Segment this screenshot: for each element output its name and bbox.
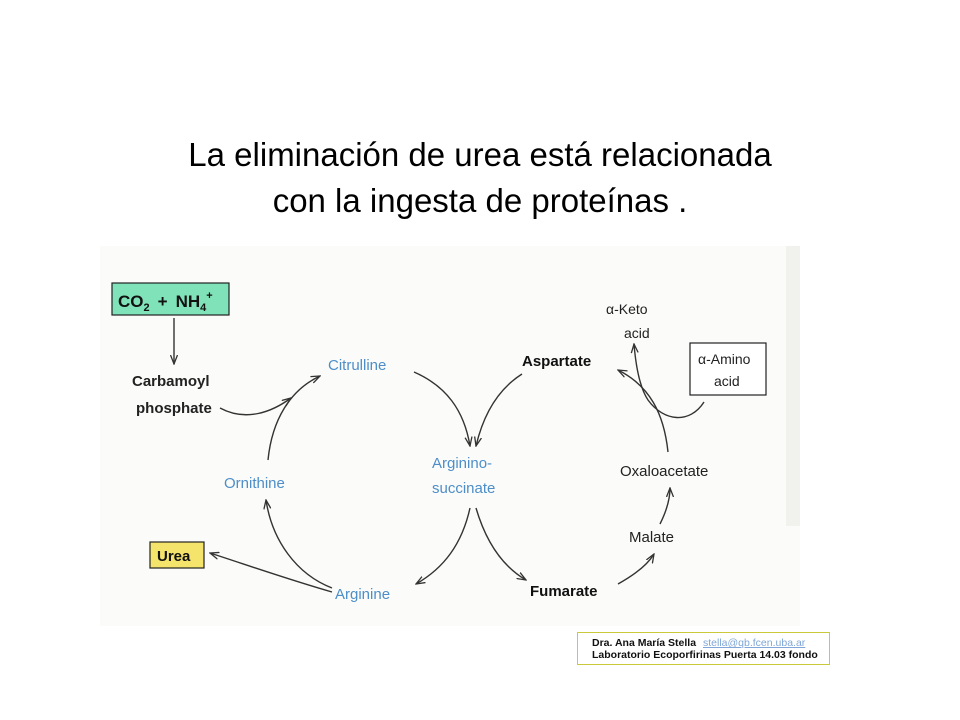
co2-nh4-input-box: CO2+NH4+: [111, 282, 230, 316]
carbamoyl-line-1: Carbamoyl: [132, 373, 210, 390]
title-line-2: con la ingesta de proteínas .: [272, 182, 688, 219]
amino-acid-label: α-Amino acid: [698, 351, 754, 389]
arrow-fumarate-to-malate: [617, 554, 654, 585]
keto-acid-line-2: acid: [624, 325, 650, 341]
argininosuccinate-label: Arginino- succinate: [432, 455, 496, 497]
nh4-label: NH: [176, 292, 201, 311]
keto-acid-label: α-Keto acid: [606, 301, 651, 341]
input-box-label: CO2+NH4+: [118, 290, 213, 314]
urea-box-bg: [149, 541, 205, 569]
author-name: Dra. Ana María Stella: [592, 637, 697, 649]
ornithine-label: Ornithine: [224, 475, 285, 492]
input-box-bg: [111, 282, 230, 316]
arrow-carbamoyl-to-cycle: [219, 398, 291, 416]
amino-acid-box-bg: [689, 342, 767, 396]
amino-acid-line-2: acid: [714, 373, 740, 389]
nh4-superscript: +: [206, 290, 212, 302]
arrow-arginine-to-urea: [210, 553, 333, 593]
argininosuccinate-line-1: Arginino-: [432, 455, 492, 472]
co2-label: CO: [118, 292, 144, 311]
aspartate-label: Aspartate: [522, 353, 591, 370]
arrow-malate-to-oxaloacetate: [659, 488, 670, 525]
arrow-amino-acid-to-keto-acid: [634, 344, 705, 419]
author-email-link[interactable]: stella@qb.fcen.uba.ar: [703, 637, 806, 649]
author-credit-box: Dra. Ana María Stella stella@qb.fcen.uba…: [577, 632, 830, 665]
carbamoyl-phosphate-label: Carbamoyl phosphate: [132, 373, 214, 417]
fumarate-label: Fumarate: [530, 583, 598, 600]
amino-acid-box: α-Amino acid: [689, 342, 767, 396]
arrow-aspartate-to-argininosuccinate: [476, 373, 523, 446]
credit-line-1: Dra. Ana María Stella stella@qb.fcen.uba…: [592, 637, 829, 649]
keto-acid-line-1: α-Keto: [606, 301, 648, 317]
co2-subscript: 2: [144, 302, 150, 314]
arrow-oxaloacetate-to-aspartate: [618, 370, 669, 453]
arrow-argininosuccinate-to-arginine: [416, 507, 471, 584]
oxaloacetate-label: Oxaloacetate: [620, 463, 708, 480]
figure-page-edge: [786, 246, 800, 526]
urea-label: Urea: [157, 548, 191, 565]
arrow-argininosuccinate-to-fumarate: [475, 507, 526, 580]
argininosuccinate-line-2: succinate: [432, 480, 495, 497]
credit-lab: Laboratorio Ecoporfirinas Puerta 14.03 f…: [592, 649, 818, 661]
arrow-ornithine-to-citrulline: [267, 376, 320, 461]
arginine-label: Arginine: [335, 586, 390, 603]
urea-box: Urea: [149, 541, 205, 569]
carbamoyl-line-2: phosphate: [136, 400, 212, 417]
malate-label: Malate: [629, 529, 674, 546]
arrow-arginine-to-ornithine: [266, 500, 333, 589]
nh4-subscript: 4: [200, 302, 207, 314]
arrow-citrulline-to-argininosuccinate: [413, 371, 470, 446]
citrulline-label: Citrulline: [328, 357, 386, 374]
title-line-1: La eliminación de urea está relacionada: [188, 136, 772, 173]
slide-title: La eliminación de urea está relacionada …: [100, 132, 860, 224]
plus-sign: +: [158, 292, 168, 311]
amino-acid-line-1: α-Amino: [698, 351, 751, 367]
